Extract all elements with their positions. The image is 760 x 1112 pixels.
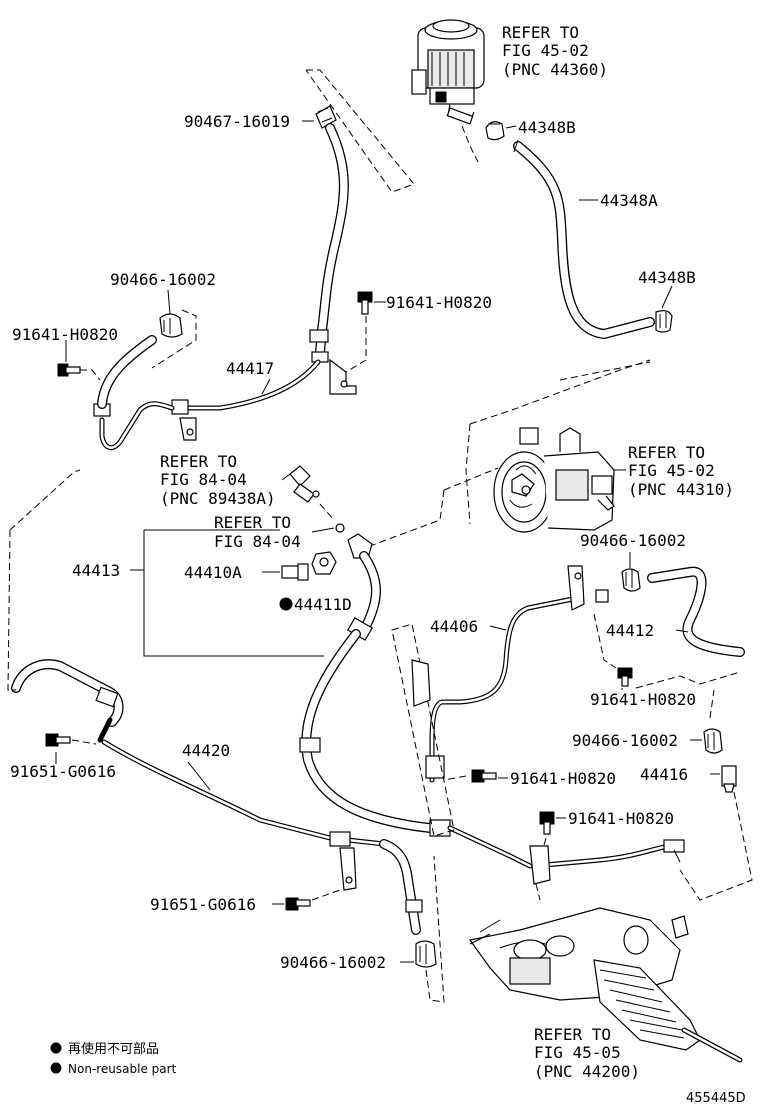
- refer-pump-line3: (PNC 44310): [628, 480, 734, 499]
- pressure-hose-44413[interactable]: [299, 533, 533, 869]
- bolt-91641-h0820-r1[interactable]: [617, 667, 633, 687]
- label-refer-pump: REFER TO FIG 45-02 (PNC 44310): [628, 443, 734, 499]
- label-91651-g0616-left: 91651-G0616: [10, 762, 116, 781]
- return-tube-44406[interactable]: [425, 565, 609, 783]
- label-90467-16019: 90467-16019: [184, 112, 290, 131]
- non-reusable-mark: [279, 597, 293, 611]
- refer-reservoir-line3: (PNC 44360): [502, 60, 608, 79]
- hose-44417[interactable]: [93, 123, 349, 451]
- legend-bullet-en: [50, 1062, 62, 1074]
- bolt-91651-g0616-mid[interactable]: [285, 897, 311, 911]
- refer-gear-line2: FIG 45-05: [534, 1043, 621, 1062]
- pressure-sensor: [289, 465, 320, 503]
- label-refer-reservoir: REFER TO FIG 45-02 (PNC 44360): [502, 23, 608, 79]
- label-90466-16002-bottom: 90466-16002: [280, 953, 386, 972]
- refer-sensor-line3: (PNC 89438A): [160, 489, 276, 508]
- label-refer-sensor: REFER TO FIG 84-04 (PNC 89438A): [160, 452, 276, 508]
- label-44348a: 44348A: [600, 191, 658, 210]
- label-44420: 44420: [182, 741, 230, 760]
- label-44348b-top: 44348B: [518, 118, 576, 137]
- bracket-left-44417: [179, 417, 197, 441]
- bolt-91651-g0616-left[interactable]: [45, 733, 71, 747]
- legend-english: Non-reusable part: [68, 1062, 177, 1076]
- refer-pump-line1: REFER TO: [628, 443, 705, 462]
- bolt-91641-h0820-r3[interactable]: [539, 811, 555, 835]
- label-90466-16002-right: 90466-16002: [580, 531, 686, 550]
- label-90466-16002-left: 90466-16002: [110, 270, 216, 289]
- o-ring: [335, 523, 345, 533]
- refer-reservoir-line2: FIG 45-02: [502, 41, 589, 60]
- legend-japanese: 再使用不可部品: [68, 1041, 159, 1057]
- label-91641-h0820-mid: 91641-H0820: [386, 293, 492, 312]
- clamp-90466-16002-bottom[interactable]: [415, 940, 437, 968]
- label-44412: 44412: [606, 621, 654, 640]
- union-44410a[interactable]: [281, 563, 309, 581]
- refer-sensor-line1: REFER TO: [160, 452, 237, 471]
- hose-44412[interactable]: [647, 566, 745, 657]
- label-44413: 44413: [72, 561, 120, 580]
- tube-to-gear: [529, 839, 685, 901]
- label-91641-h0820-left: 91641-H0820: [12, 325, 118, 344]
- gasket-44411d[interactable]: [311, 551, 337, 575]
- label-44406: 44406: [430, 617, 478, 636]
- label-44416: 44416: [640, 765, 688, 784]
- bolt-91641-h0820-left[interactable]: [57, 363, 81, 377]
- bracket-mid-44417: [329, 358, 357, 395]
- return-hose-44420[interactable]: [11, 659, 423, 935]
- clamp-90466-16002-right[interactable]: [621, 568, 641, 592]
- refer-sensor-line2: FIG 84-04: [160, 470, 247, 489]
- union-44416[interactable]: [721, 765, 737, 793]
- label-refer-gear: REFER TO FIG 45-05 (PNC 44200): [534, 1025, 640, 1081]
- clamp-90466-16002-left[interactable]: [159, 313, 183, 338]
- refer-gear-line3: (PNC 44200): [534, 1062, 640, 1081]
- hose-clamp-44348b-right[interactable]: [655, 310, 673, 333]
- refer-pump-line2: FIG 45-02: [628, 461, 715, 480]
- label-91641-h0820-r1: 91641-H0820: [590, 690, 696, 709]
- label-44411d: 44411D: [294, 595, 352, 614]
- label-44348b-right: 44348B: [638, 268, 696, 287]
- label-44417: 44417: [226, 359, 274, 378]
- bolt-91641-h0820-mid[interactable]: [357, 291, 373, 315]
- clamp-90466-16002-r2[interactable]: [703, 728, 723, 754]
- bracket-44420: [339, 847, 357, 891]
- refer-oring-line1: REFER TO: [214, 513, 291, 532]
- reservoir-tank: [411, 19, 485, 125]
- label-91641-h0820-r2: 91641-H0820: [510, 769, 616, 788]
- label-91651-g0616-mid: 91651-G0616: [150, 895, 256, 914]
- refer-reservoir-line1: REFER TO: [502, 23, 579, 42]
- clamp-90467-16019[interactable]: [315, 105, 337, 129]
- legend-bullet-jp: [50, 1042, 62, 1054]
- hose-clamp-44348b-top[interactable]: [485, 121, 505, 141]
- refer-oring-line2: FIG 84-04: [214, 532, 301, 551]
- bolt-91641-h0820-r2[interactable]: [471, 769, 497, 783]
- label-90466-16002-r2: 90466-16002: [572, 731, 678, 750]
- hose-44348a[interactable]: [513, 139, 655, 339]
- figure-id: 455445D: [686, 1091, 746, 1106]
- power-steering-pump: [493, 427, 615, 533]
- label-91641-h0820-r3: 91641-H0820: [568, 809, 674, 828]
- label-refer-oring: REFER TO FIG 84-04: [214, 513, 301, 551]
- steering-gear: [468, 907, 743, 1063]
- legend: 再使用不可部品 Non-reusable part: [50, 1041, 177, 1076]
- label-44410a: 44410A: [184, 563, 242, 582]
- refer-gear-line1: REFER TO: [534, 1025, 611, 1044]
